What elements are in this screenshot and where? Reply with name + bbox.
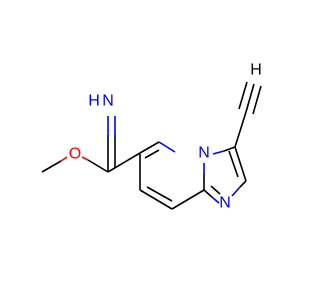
bond-c7-c8 bbox=[139, 189, 173, 210]
bond-methyl-oxygen-o-part bbox=[60, 156, 68, 162]
bond-c8a-n1 bbox=[203, 189, 214, 199]
alkyne-triple-2 bbox=[238, 81, 248, 110]
imine-nitrogen-label: N bbox=[102, 93, 114, 110]
bond-carbon-ring bbox=[107, 152, 141, 173]
alkyne-triple-3 bbox=[252, 85, 262, 115]
ring-nitrogen-label: N bbox=[198, 145, 210, 162]
alkyne-triple-1 bbox=[245, 83, 255, 113]
bond-c2-c3-inner bbox=[228, 150, 239, 178]
bond-c6-c5 bbox=[139, 141, 160, 154]
bond-oxygen-carbon-o-part bbox=[81, 156, 89, 161]
bond-c8a-n1-inner bbox=[210, 185, 221, 195]
bond-c5-c6-inner bbox=[144, 149, 160, 159]
bond-c8a-n1-n-part bbox=[212, 197, 220, 204]
bond-oxygen-carbon bbox=[87, 159, 109, 173]
bond-c2-c3 bbox=[234, 146, 247, 182]
molecule-structure: N H O N N H bbox=[41, 62, 262, 212]
bond-c7-c8-inner bbox=[146, 186, 173, 202]
imine-hydrogen-label: H bbox=[88, 93, 100, 110]
bond-n1-c2-n-part bbox=[231, 186, 241, 197]
bond-c3-n4 bbox=[223, 146, 236, 152]
alkyne-hydrogen-label: H bbox=[250, 62, 262, 79]
bond-c8-c8a bbox=[171, 189, 205, 210]
bond-n1-c2 bbox=[239, 180, 247, 188]
bond-c3-alkyne bbox=[234, 111, 247, 148]
ester-oxygen-label: O bbox=[69, 146, 81, 163]
bond-c3-n4-n-part bbox=[212, 150, 225, 155]
imidazole-nitrogen-label: N bbox=[219, 195, 231, 212]
bond-methyl-oxygen bbox=[41, 160, 62, 173]
bond-layer bbox=[41, 81, 262, 210]
bond-c5-n4-n-part bbox=[158, 141, 176, 153]
atom-label-layer: N H O N N H bbox=[69, 62, 262, 212]
